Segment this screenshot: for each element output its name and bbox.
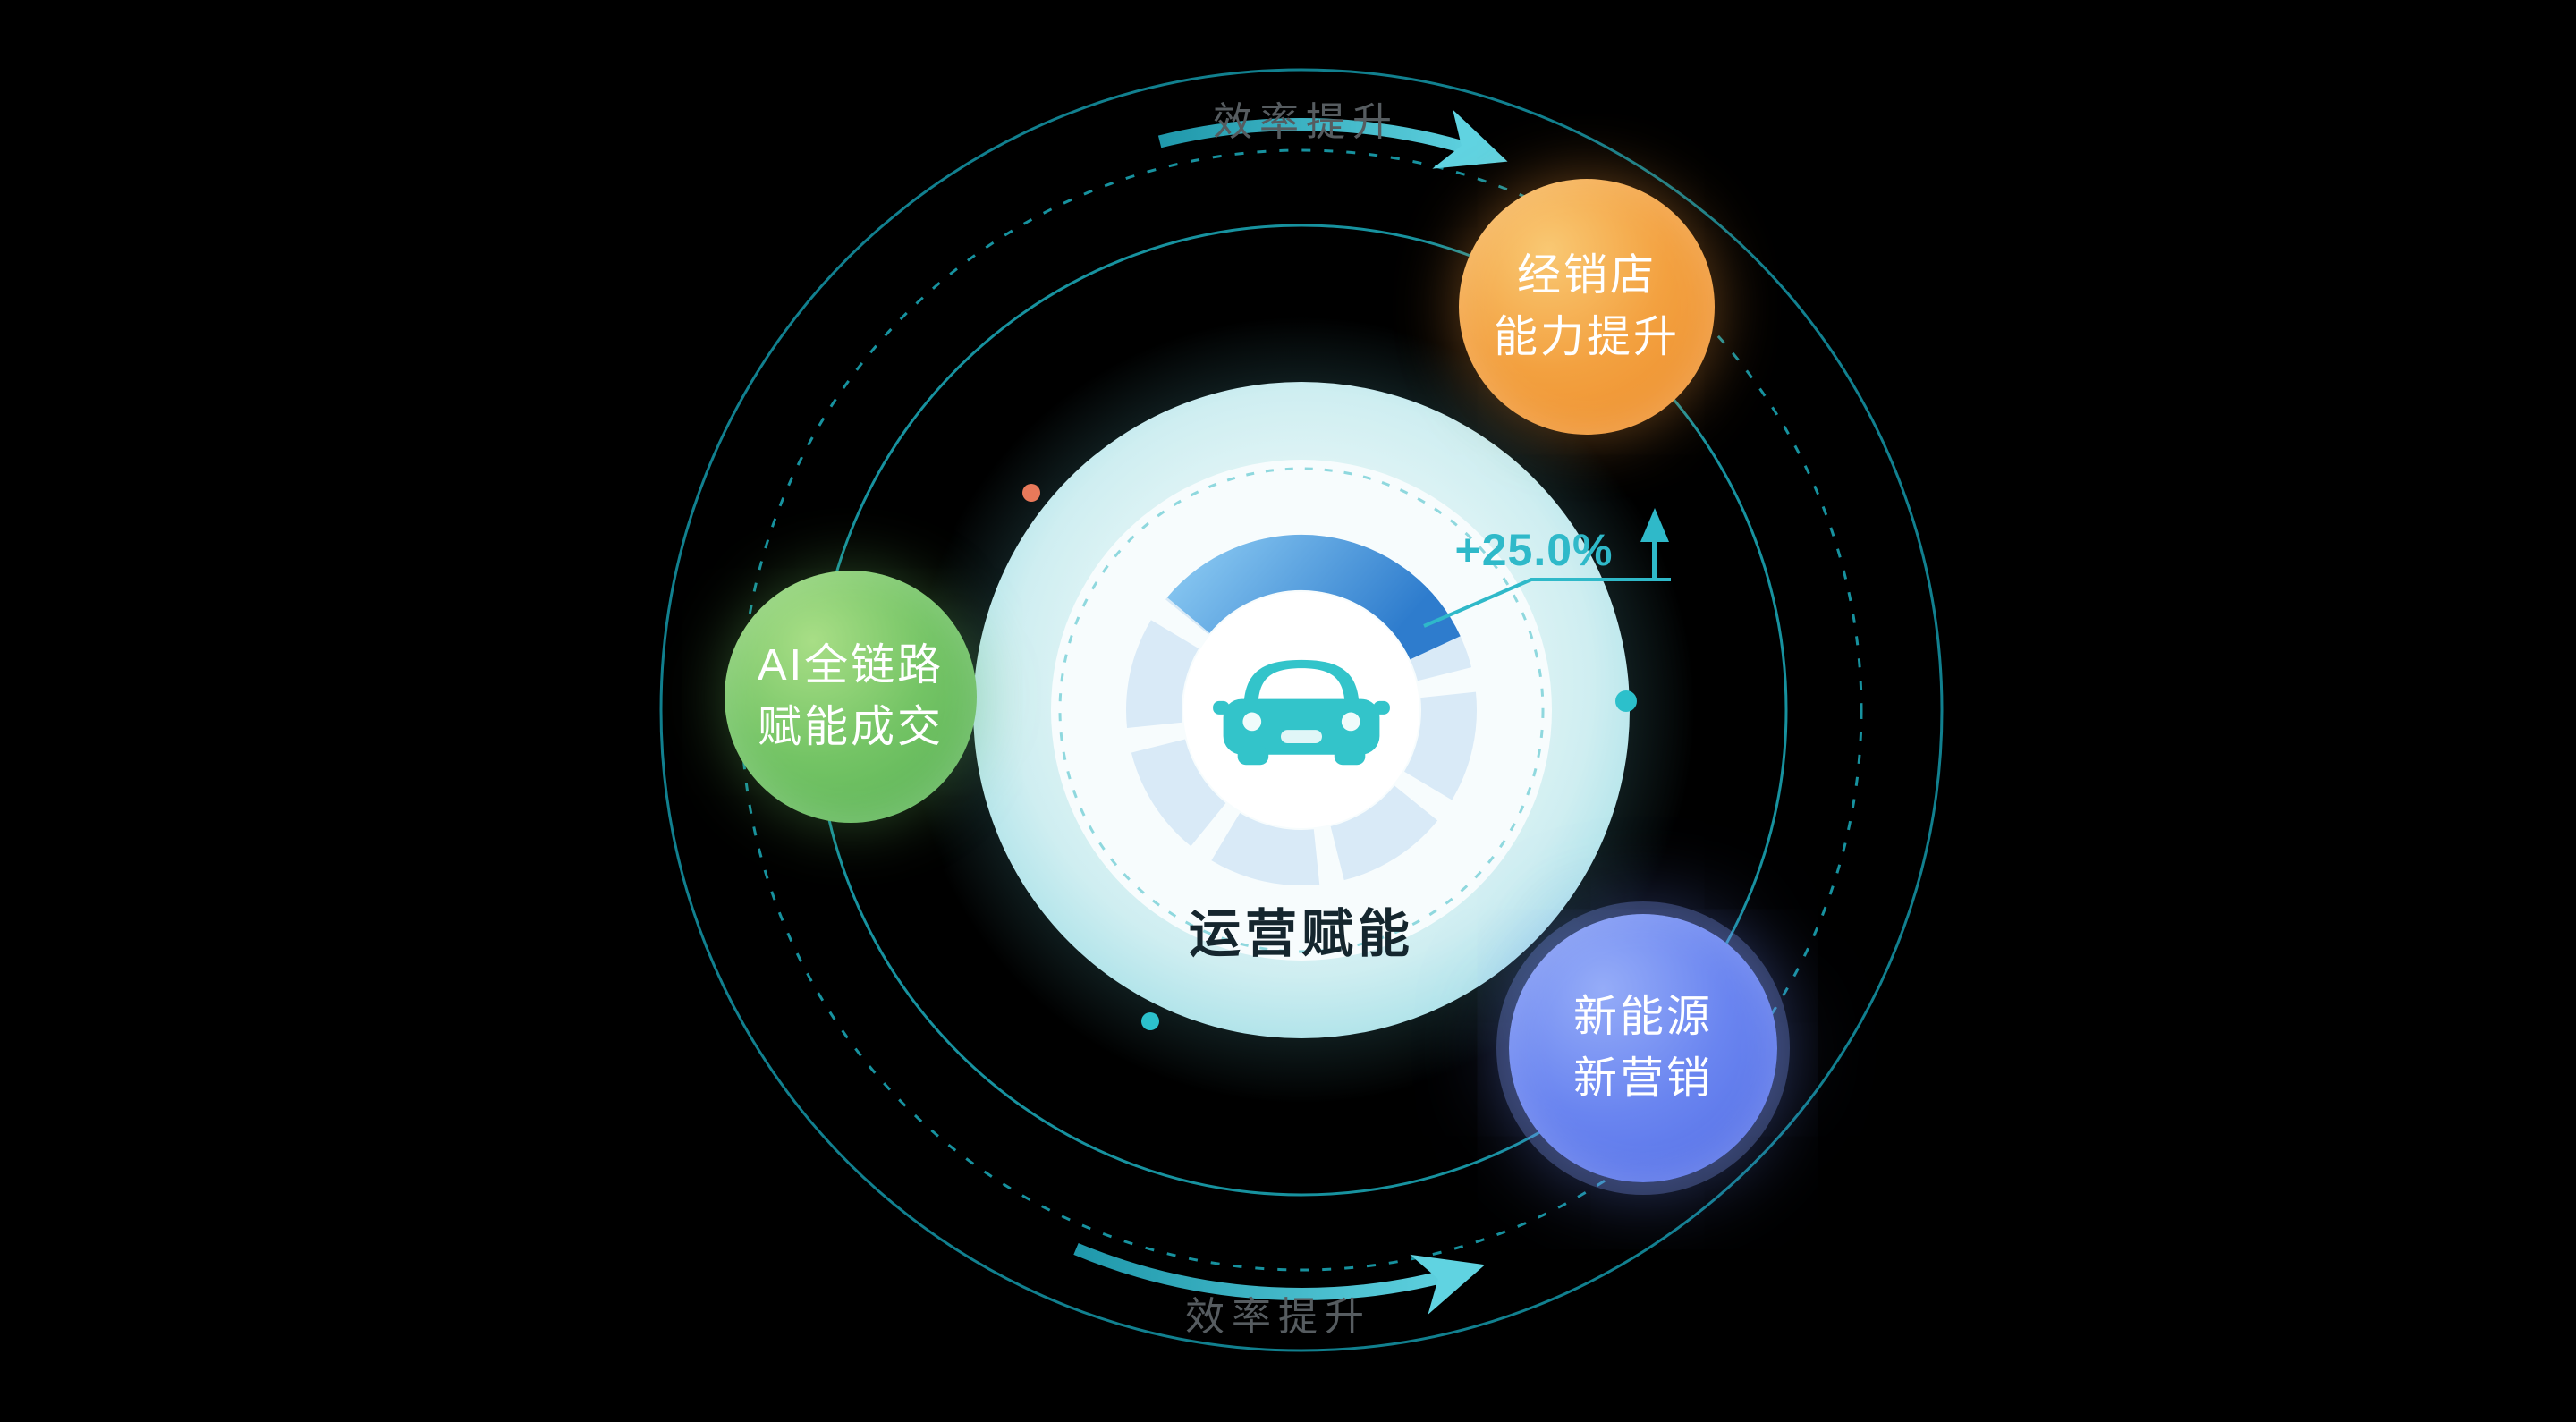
orbit-dot-teal-right [1615, 690, 1637, 712]
bubble-nev: 新能源 新营销 [1509, 914, 1777, 1182]
bubble-dealer-line2: 能力提升 [1493, 313, 1680, 361]
growth-metric: +25.0% [1454, 525, 1614, 575]
bubble-ai: AI全链路 赋能成交 [724, 571, 977, 823]
orbit-ring-outer [659, 68, 1944, 1352]
efficiency-label-top: 效率提升 [1213, 100, 1399, 144]
flow-arrow-bottom [1073, 1242, 1486, 1315]
bubble-nev-line1: 新能源 [1572, 993, 1713, 1042]
center-dashed-ring [1058, 467, 1545, 953]
bubble-ai-line2: 赋能成交 [757, 703, 944, 751]
orbit-dot-orange [1022, 484, 1040, 502]
car-icon [1213, 659, 1390, 766]
metric-up-arrow-head [1640, 508, 1669, 542]
orbit-dot-teal-bottom [1141, 1012, 1159, 1030]
flow-arrow-top [1157, 109, 1508, 169]
efficiency-label-bottom: 效率提升 [1185, 1295, 1371, 1339]
bubble-dealer: 经销店 能力提升 [1459, 179, 1715, 435]
bubble-nev-line2: 新营销 [1572, 1054, 1713, 1103]
orbit-ring-dashed-outer [740, 148, 1863, 1272]
bubble-dealer-line1: 经销店 [1516, 251, 1657, 300]
gauge-progress-arc [1166, 535, 1461, 661]
metric-callout-line [1423, 578, 1671, 628]
center-label: 运营赋能 [1188, 905, 1414, 963]
bubble-ai-line1: AI全链路 [757, 641, 945, 690]
